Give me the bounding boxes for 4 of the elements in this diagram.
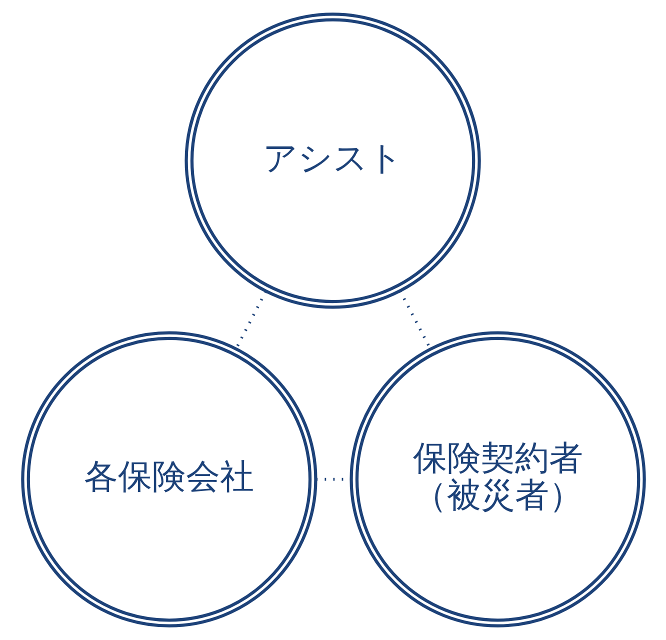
node-circle: アシスト	[184, 12, 480, 309]
node-circle: 各保険会社	[20, 331, 317, 628]
node-circle: 保険契約者（被災者）	[349, 331, 646, 628]
connector	[234, 290, 267, 350]
